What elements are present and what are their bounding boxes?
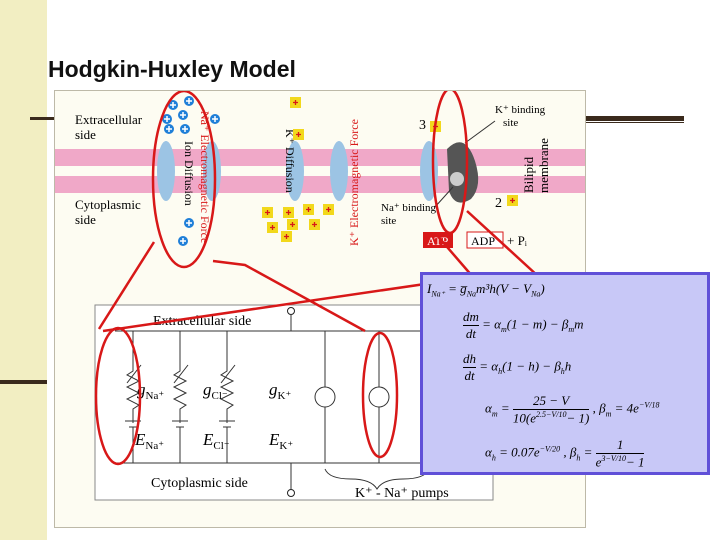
pumps-brace bbox=[324, 468, 430, 490]
slide-sidebar bbox=[0, 0, 47, 540]
slide-title: Hodgkin-Huxley Model bbox=[48, 56, 296, 82]
circuit-cytoplasmic-label: Cytoplasmic side bbox=[151, 476, 248, 491]
cytoplasmic-line1: Cytoplasmic bbox=[75, 197, 141, 212]
alpha-m-equation: αm = 25 − V 10(e2.5−V/10− 1) , βm = 4e−V… bbox=[485, 393, 660, 426]
na-binding-pointer bbox=[434, 186, 454, 208]
pump-binding-pocket bbox=[450, 172, 464, 186]
membrane-lower-leaflet bbox=[55, 176, 585, 193]
e-cl-label: ECl⁻ bbox=[202, 430, 230, 452]
pump-na-count: 2 bbox=[495, 196, 502, 211]
sodium-potassium-pump bbox=[447, 142, 479, 203]
g-k-label: gK⁺ bbox=[269, 380, 291, 402]
k-binding-pointer bbox=[464, 120, 496, 144]
na-binding-line1: Na⁺ binding bbox=[381, 202, 436, 214]
pumps-label: K⁺ - Na⁺ pumps bbox=[355, 486, 449, 501]
pump-k-count: 3 bbox=[419, 118, 426, 133]
membrane-upper-leaflet bbox=[55, 149, 585, 166]
extracellular-line1: Extracellular bbox=[75, 112, 143, 127]
highlight-annotations bbox=[94, 87, 552, 466]
extracellular-line2: side bbox=[75, 127, 96, 142]
dh-equation: dh dt = αh(1 − h) − βhh bbox=[463, 351, 572, 383]
bilipid-line2: membrane bbox=[536, 138, 551, 193]
k-binding-line1: K⁺ binding bbox=[495, 104, 546, 116]
channel-protein bbox=[286, 141, 304, 201]
e-k-label: EK⁺ bbox=[268, 430, 293, 452]
sodium-ion-signs bbox=[164, 98, 218, 244]
pi-label: + Pᵢ bbox=[507, 233, 528, 248]
k-binding-line2: site bbox=[503, 117, 518, 129]
g-na-label: gNa⁺ bbox=[137, 380, 164, 402]
channel-protein bbox=[157, 141, 175, 201]
adp-label: ADP bbox=[471, 234, 495, 248]
k-electromagnetic-label: K⁺ Electromagnetic Force bbox=[347, 119, 361, 246]
cytoplasmic-line2: side bbox=[75, 212, 96, 227]
slide-rule-left bbox=[30, 117, 58, 120]
k-diffusion-label: K⁺ Diffusion bbox=[283, 129, 297, 193]
atp-label: ATP bbox=[427, 234, 449, 248]
equation-box: INa⁺ = g̅Nam³h(V − VNa) dm dt = αm(1 − m… bbox=[420, 272, 710, 475]
bilipid-label: Bilipidmembrane bbox=[521, 138, 551, 193]
ion-diffusion-label: Ion Diffusion bbox=[182, 141, 196, 206]
bilipid-line1: Bilipid bbox=[521, 156, 536, 193]
slide-rule-right bbox=[584, 116, 684, 121]
slide-sidebar-line bbox=[0, 380, 47, 384]
dm-equation: dm dt = αm(1 − m) − βmm bbox=[463, 309, 584, 341]
channel-protein bbox=[330, 141, 348, 201]
bottom-terminal bbox=[287, 489, 295, 497]
g-cl-label: gCl⁻ bbox=[203, 380, 228, 402]
channel-protein bbox=[203, 141, 221, 201]
circuit-branches bbox=[125, 331, 428, 463]
alpha-h-equation: αh = 0.07e−V/20 , βh = 1 e3−V/10− 1 bbox=[485, 437, 645, 470]
na-electromagnetic-label: Na⁺ Electromagnetic Force bbox=[198, 111, 212, 243]
na-binding-line2: site bbox=[381, 215, 396, 227]
top-terminal bbox=[287, 307, 295, 315]
slide-rule-right-thin bbox=[584, 122, 684, 123]
circuit-extracellular-label: Extracellular side bbox=[153, 314, 251, 329]
current-equation: INa⁺ = g̅Nam³h(V − VNa) bbox=[427, 281, 545, 299]
